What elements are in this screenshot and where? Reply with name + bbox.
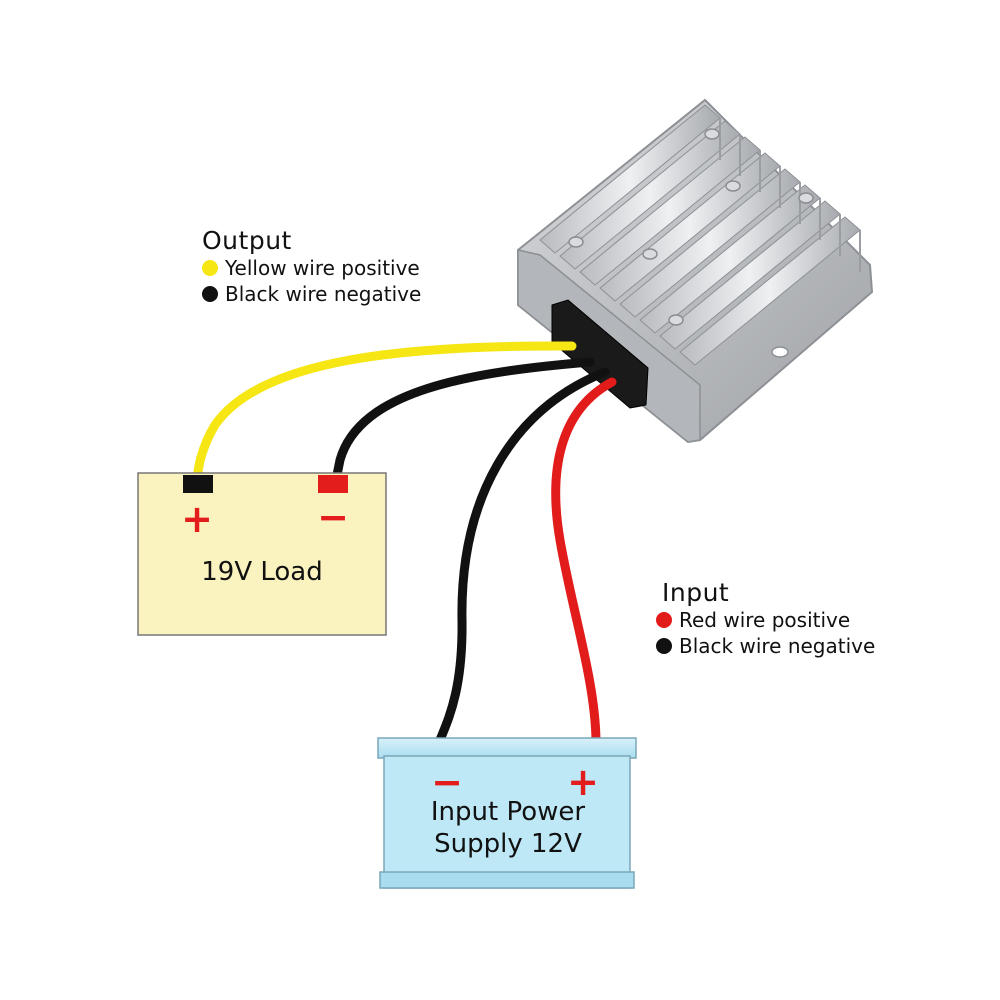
- mount-hole-right: [771, 346, 789, 358]
- output-legend-item-yellow: Yellow wire positive: [202, 255, 421, 281]
- wires: [192, 341, 617, 745]
- supply-plus-symbol: +: [567, 760, 599, 804]
- load-terminal-negative: [318, 475, 348, 493]
- supply-lid: [377, 737, 637, 759]
- supply-minus-symbol: −: [431, 760, 463, 804]
- black-dot-icon: [202, 286, 218, 302]
- supply-label-line2: Supply 12V: [434, 829, 582, 859]
- supply-base: [379, 871, 635, 889]
- wire-black-output-negative: [331, 357, 595, 485]
- load-minus-symbol: −: [317, 495, 349, 539]
- black-dot-icon: [656, 638, 672, 654]
- input-legend-item-red: Red wire positive: [656, 607, 875, 633]
- supply-label-line1: Input Power: [431, 797, 586, 827]
- output-legend-title: Output: [202, 226, 292, 255]
- heatsink-fins: [539, 104, 861, 366]
- supply-body: [383, 755, 631, 889]
- red-dot-icon: [656, 612, 672, 628]
- wire-red-input-positive: [551, 377, 617, 745]
- input-legend-label: Red wire positive: [679, 608, 851, 632]
- output-legend-label: Yellow wire positive: [225, 256, 420, 280]
- module-screws: [568, 128, 814, 326]
- output-legend: Output Yellow wire positive Black wire n…: [202, 226, 421, 307]
- wire-yellow-output-positive: [192, 341, 577, 485]
- supply-box: − + Input Power Supply 12V: [377, 737, 637, 889]
- input-legend-title: Input: [662, 578, 730, 607]
- wire-black-input-negative: [435, 367, 610, 745]
- converter-module: [517, 98, 874, 444]
- load-label: 19V Load: [201, 557, 323, 587]
- input-legend-label: Black wire negative: [679, 634, 876, 658]
- input-legend: Input Red wire positive Black wire negat…: [656, 578, 875, 659]
- output-legend-item-black: Black wire negative: [202, 281, 421, 307]
- yellow-dot-icon: [202, 260, 218, 276]
- input-legend-item-black: Black wire negative: [656, 633, 875, 659]
- load-box: + − 19V Load: [137, 472, 387, 636]
- load-body: [137, 472, 387, 636]
- load-plus-symbol: +: [181, 497, 213, 541]
- output-legend-label: Black wire negative: [225, 282, 422, 306]
- load-terminal-positive: [183, 475, 213, 493]
